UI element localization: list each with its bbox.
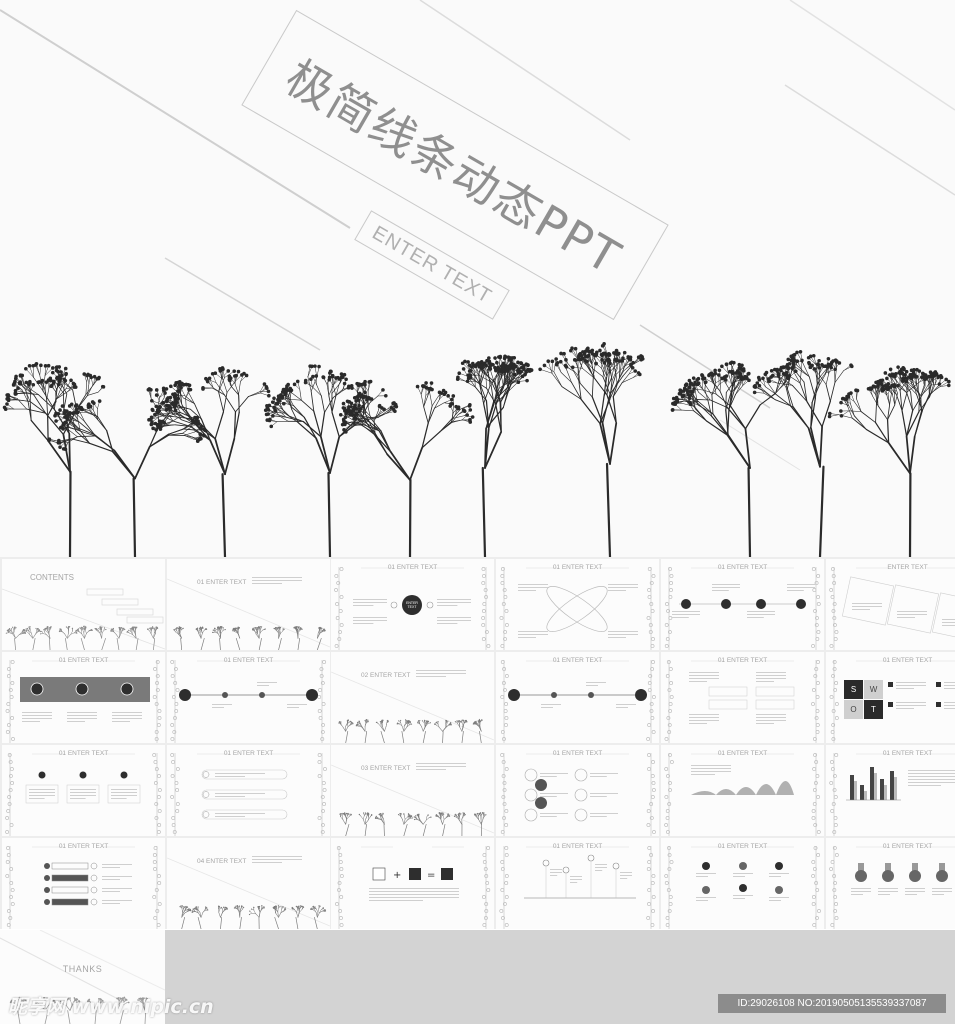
- slide-art: [664, 567, 821, 650]
- slide-art: [5, 753, 162, 836]
- slide-art: [664, 846, 821, 929]
- slide-heading: 01 ENTER TEXT: [58, 843, 109, 850]
- slide-thumbnail[interactable]: 01 ENTER TEXT: [496, 652, 659, 743]
- slide-thumbnail[interactable]: 01 ENTER TEXT: [496, 559, 659, 650]
- slide-thumbnail[interactable]: 01 ENTER TEXT: [167, 652, 330, 743]
- slide-heading: CONTENTS: [30, 573, 74, 582]
- slide-heading: 01 ENTER TEXT: [223, 657, 274, 664]
- slide-art: [331, 763, 494, 836]
- slide-art: [664, 753, 821, 836]
- decorative-lines: [0, 0, 955, 471]
- slide-heading: 01 ENTER TEXT: [882, 750, 933, 757]
- slide-heading: 01 ENTER TEXT: [58, 750, 109, 757]
- slide-heading: 01 ENTER TEXT: [387, 564, 438, 571]
- slide-heading: 01 ENTER TEXT: [717, 657, 768, 664]
- swot-letter: W: [869, 685, 878, 694]
- slide-art: [167, 856, 330, 929]
- slide-heading: 01 ENTER TEXT: [552, 843, 603, 850]
- slide-art: [334, 567, 491, 650]
- slide-art: [500, 753, 656, 836]
- slide-art: [167, 577, 330, 650]
- slide-thumbnail[interactable]: CONTENTS: [2, 559, 165, 650]
- slide-thumbnail[interactable]: 04 ENTER TEXT: [167, 838, 330, 929]
- slide-heading: 01 ENTER TEXT: [552, 657, 603, 664]
- slide-thumbnail-grid: CONTENTS 01 ENTER TEXT 01 ENTER TEXT ENTER …: [0, 557, 955, 929]
- slide-art: [829, 846, 955, 929]
- center-label: ENTER TEXT: [406, 601, 418, 609]
- slide-art: [499, 846, 656, 929]
- slide-heading: 01 ENTER TEXT: [717, 843, 768, 850]
- slide-heading: 03 ENTER TEXT: [361, 765, 411, 772]
- slide-art: [2, 588, 165, 650]
- slide-thumbnail[interactable]: 01 ENTER TEXT: [661, 745, 824, 836]
- slide-art: [829, 660, 955, 743]
- swot-letter: T: [871, 705, 876, 714]
- slide-heading: 01 ENTER TEXT: [882, 843, 933, 850]
- slide-art: [829, 567, 955, 650]
- slide-thumbnail[interactable]: 01 ENTER TEXT: [167, 559, 330, 650]
- slide-art: [331, 670, 494, 743]
- slide-art: +=: [335, 846, 491, 929]
- slide-thumbnail[interactable]: 01 ENTER TEXT: [2, 652, 165, 743]
- slide-thumbnail[interactable]: ENTER TEXT: [826, 559, 955, 650]
- cover-slide: 极简线条动态PPT ENTER TEXT: [0, 0, 955, 557]
- slide-heading: 04 ENTER TEXT: [197, 858, 247, 865]
- slide-art: [170, 753, 327, 836]
- slide-heading: 01 ENTER TEXT: [717, 750, 768, 757]
- swot-letter: S: [850, 685, 857, 694]
- slide-heading: 01 ENTER TEXT: [717, 564, 768, 571]
- slide-thumbnail[interactable]: 01 ENTER TEXT: [167, 745, 330, 836]
- slide-art: [829, 753, 955, 836]
- slide-heading: 01 ENTER TEXT: [882, 657, 933, 664]
- slide-art: [664, 660, 820, 743]
- slide-thumbnail[interactable]: 01 ENTER TEXT: [2, 838, 165, 929]
- slide-thumbnail[interactable]: 03 ENTER TEXT: [331, 745, 494, 836]
- thanks-decor: [0, 930, 165, 1024]
- slide-heading: 01 ENTER TEXT: [223, 750, 274, 757]
- slide-thumbnail[interactable]: 01 ENTER TEXT: [661, 559, 824, 650]
- slide-thumbnail[interactable]: 01 ENTER TEXT: [661, 838, 824, 929]
- slide-heading: 01 ENTER TEXT: [197, 579, 247, 586]
- slide-thumbnail[interactable]: 01 ENTER TEXT: [826, 745, 955, 836]
- slide-art: [499, 567, 656, 650]
- gypsophila-plants-illustration: [2, 342, 951, 557]
- slide-art: [5, 660, 162, 743]
- slide-heading: 01 ENTER TEXT: [552, 564, 603, 571]
- slide-art: [500, 660, 656, 743]
- swot-letter: O: [850, 705, 857, 714]
- slide-thumbnail[interactable]: 01 ENTER TEXT: [826, 838, 955, 929]
- slide-thumbnail[interactable]: 02 ENTER TEXT: [331, 652, 494, 743]
- slide-thumbnail[interactable]: 01 ENTER TEXT: [2, 745, 165, 836]
- image-id-bar: ID:29026108 NO:20190505135539337087: [718, 994, 946, 1013]
- slide-art: [170, 660, 327, 743]
- thanks-label: THANKS: [62, 964, 103, 974]
- slide-heading: 01 ENTER TEXT: [552, 750, 603, 757]
- slide-thumbnail[interactable]: 01 ENTER TEXT S W O T: [826, 652, 955, 743]
- slide-heading: 01 ENTER TEXT: [58, 657, 109, 664]
- thanks-slide: THANKS: [0, 930, 165, 1024]
- slide-heading: ENTER TEXT: [887, 564, 928, 571]
- slide-thumbnail[interactable]: +=: [331, 838, 494, 929]
- slide-thumbnail[interactable]: 01 ENTER TEXT: [496, 745, 659, 836]
- site-watermark: 昵享网 www.nipic.cn: [8, 996, 214, 1018]
- slide-art: [5, 846, 162, 929]
- plant-group: [2, 342, 951, 557]
- slide-thumbnail[interactable]: 01 ENTER TEXT: [661, 652, 824, 743]
- slide-thumbnail[interactable]: 01 ENTER TEXT: [496, 838, 659, 929]
- slide-thumbnail[interactable]: 01 ENTER TEXT ENTER TEXT: [331, 559, 494, 650]
- slide-heading: 02 ENTER TEXT: [361, 672, 411, 679]
